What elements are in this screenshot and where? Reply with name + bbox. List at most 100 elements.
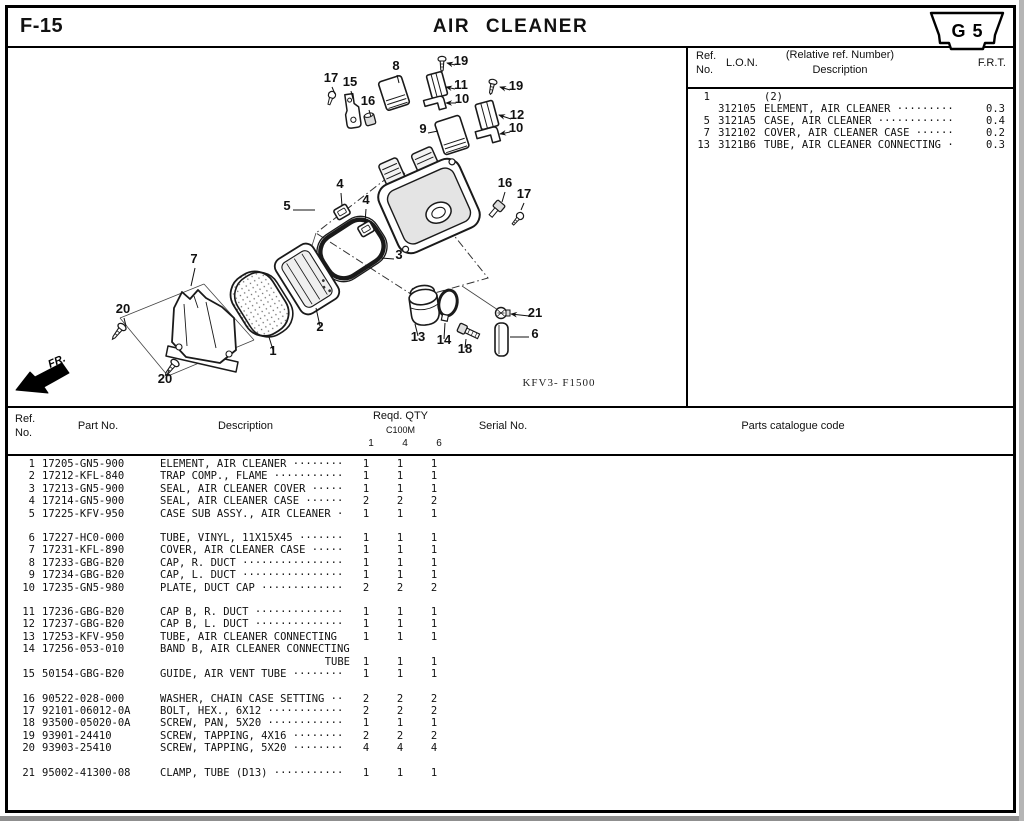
cell-description: WASHER, CHAIN CASE SETTING ·· <box>160 692 344 705</box>
cell-description: TRAP COMP., FLAME ··········· <box>160 470 344 483</box>
part-tube-vinyl <box>494 322 509 357</box>
cell-qty-1: 1 <box>362 618 370 631</box>
part-cap-b-r-duct <box>425 70 449 100</box>
cell-qty-1: 1 <box>362 482 370 495</box>
diagram-callout-20: 20 <box>116 301 130 316</box>
page-title: AIR CLEANER <box>432 16 589 37</box>
part-seal-small-a <box>333 203 351 221</box>
scan-edge <box>0 816 1024 821</box>
diagram-callout-15: 15 <box>343 74 357 89</box>
cell-part-no: 17212-KFL-840 <box>42 470 125 483</box>
part-trap-flame <box>273 242 341 316</box>
screw-pan-5x20 <box>456 322 481 340</box>
ref-cell-frt <box>975 91 1013 103</box>
ref-cell-lon <box>712 91 756 103</box>
parts-row: 4 17214-GN5-900 SEAL, AIR CLEANER CASE ···… <box>8 495 1013 507</box>
ref-cell-ref: 1 <box>703 91 710 103</box>
parts-table-header: Ref. No. Part No. Description Reqd. QTY … <box>8 408 1013 456</box>
cell-ref-no: 4 <box>28 495 35 508</box>
cell-qty-3: 1 <box>430 717 438 730</box>
serial-no-header: Serial No. <box>478 420 528 432</box>
cell-qty-1: 2 <box>362 704 370 717</box>
part-clamp-tube <box>494 306 511 320</box>
cell-qty-1: 1 <box>362 668 370 681</box>
part-plate-duct-cap-b <box>474 126 502 144</box>
diagram-callout-18: 18 <box>458 341 472 356</box>
cell-description: TUBE, VINYL, 11X15X45 ······· <box>160 532 344 545</box>
cell-description: CAP, R. DUCT ················ <box>160 556 344 569</box>
relative-ref-row: 1 (2) <box>688 91 1013 103</box>
cell-ref-no: 7 <box>28 544 35 557</box>
cell-ref-no: 15 <box>22 668 35 681</box>
ref-cell-desc: CASE, AIR CLEANER ············ <box>764 115 954 127</box>
cell-ref-no <box>8 656 35 668</box>
cell-part-no: 93901-24410 <box>42 729 112 742</box>
cell-qty-1: 1 <box>362 766 370 779</box>
page-header: F-15 AIR CLEANER G 5 <box>8 8 1013 51</box>
ref-no-header-line2: No. <box>696 64 714 76</box>
diagram-callout-12: 12 <box>510 107 524 122</box>
cell-qty-2: 1 <box>396 569 404 582</box>
diagram-callout-4: 4 <box>362 192 370 207</box>
diagram-callout-9: 9 <box>419 121 426 136</box>
screw-tapping-4x16-b <box>488 78 498 96</box>
ref-cell-ref <box>688 103 710 115</box>
cell-part-no: 17214-GN5-900 <box>42 495 125 508</box>
cell-description: SEAL, AIR CLEANER CASE ······ <box>160 495 344 508</box>
diagram-callout-17: 17 <box>517 186 531 201</box>
section-badge: G 5 <box>929 11 1005 51</box>
leader-lines <box>123 61 530 379</box>
screw-tapping-5x20-b <box>164 358 180 377</box>
cell-qty-1: 2 <box>362 495 370 508</box>
cell-qty-3: 1 <box>430 532 438 545</box>
cell-description: CASE SUB ASSY., AIR CLEANER · <box>160 507 344 520</box>
part-case-sub-assy <box>377 146 481 255</box>
cell-qty-2: 4 <box>396 742 404 755</box>
part-cap-l-duct <box>434 114 470 156</box>
diagram-callout-17: 17 <box>324 70 338 85</box>
cell-qty-2: 1 <box>396 470 404 483</box>
relative-ref-header: Ref. No. L.O.N. (Relative ref. Number) D… <box>688 46 1013 89</box>
cell-description: SCREW, TAPPING, 4X16 ········ <box>160 729 344 742</box>
cell-qty-1: 1 <box>362 630 370 643</box>
cell-part-no: 50154-GBG-B20 <box>42 668 125 681</box>
ref-cell-frt: 0.3 <box>986 103 1005 115</box>
cell-qty-3: 4 <box>430 742 438 755</box>
ref-cell-lon: 3121A5 <box>718 115 756 127</box>
ref-cell-desc: COVER, AIR CLEANER CASE ······ <box>764 127 954 139</box>
ref-cell-frt: 0.2 <box>986 127 1005 139</box>
parts-description-header: Description <box>217 420 274 432</box>
qty-col-2: 4 <box>402 438 408 449</box>
diagram-callout-3: 3 <box>395 247 402 262</box>
cell-qty-2: 1 <box>396 482 404 495</box>
part-band-b <box>437 288 459 322</box>
cell-qty-1: 2 <box>362 581 370 594</box>
diagram-callout-2: 2 <box>316 319 323 334</box>
cell-ref-no: 3 <box>28 482 35 495</box>
drawing-code: KFV3- F1500 <box>522 377 595 389</box>
cell-ref-no: 11 <box>22 606 35 619</box>
diagram-callout-19: 19 <box>509 78 523 93</box>
cell-qty-1: 1 <box>362 655 370 668</box>
parts-ref-header-line2: No. <box>15 427 33 439</box>
ref-cell-desc: (2) <box>764 91 783 103</box>
cell-description: COVER, AIR CLEANER CASE ····· <box>160 544 344 557</box>
diagram-callout-4: 4 <box>336 176 344 191</box>
screw-tapping-5x20-a <box>111 322 127 341</box>
cell-description: CAP, L. DUCT ················ <box>160 569 344 582</box>
cell-qty-2: 2 <box>396 729 404 742</box>
